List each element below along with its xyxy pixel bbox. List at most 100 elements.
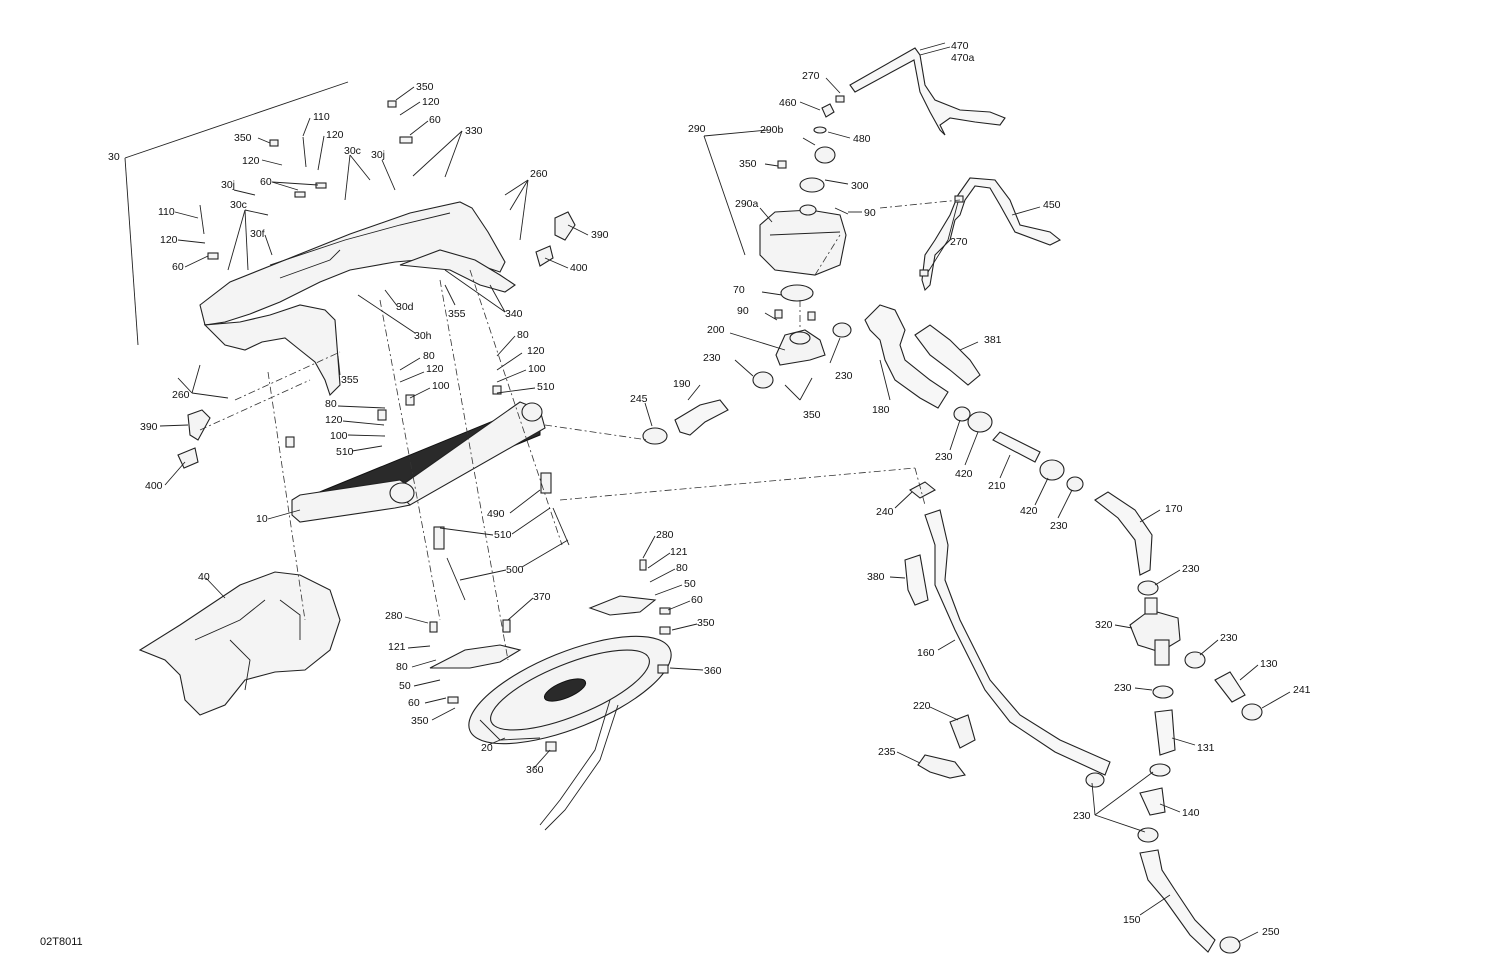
callout-label: 110 [313, 111, 330, 123]
callout-label: 120 [325, 414, 343, 426]
callout-label: 190 [673, 378, 691, 390]
callout-label: 400 [145, 480, 163, 492]
callout-label: 120 [527, 345, 545, 357]
callout-label: 30d [396, 301, 414, 313]
callout-label: 60 [172, 261, 184, 273]
callout-label: 230 [703, 352, 721, 364]
callout-label: 20 [481, 742, 493, 754]
callout-label: 110 [158, 206, 175, 218]
callout-label: 470 [951, 40, 969, 52]
callout-label: 230 [1114, 682, 1132, 694]
callout-label: 220 [913, 700, 931, 712]
callout-label: 290 [688, 123, 706, 135]
callout-label: 350 [234, 132, 252, 144]
callout-label: 120 [426, 363, 444, 375]
callout-label: 450 [1043, 199, 1061, 211]
diagram-code: 02T8011 [40, 936, 83, 948]
callout-label: 80 [676, 562, 688, 574]
callout-label: 390 [140, 421, 158, 433]
callout-label: 80 [423, 350, 435, 362]
brackets [917, 714, 976, 779]
leader-lines [159, 42, 1291, 943]
callout-label: 490 [487, 508, 505, 520]
callout-label: 230 [1073, 810, 1091, 822]
callout-label: 320 [1095, 619, 1113, 631]
callout-label: 30j [221, 179, 235, 191]
callout-label: 80 [517, 329, 529, 341]
callout-label: 230 [1220, 632, 1238, 644]
callout-label: 500 [506, 564, 524, 576]
callout-label: 280 [656, 529, 674, 541]
callout-label: 370 [533, 591, 551, 603]
callout-label: 80 [325, 398, 337, 410]
callout-label: 100 [528, 363, 546, 375]
callout-label: 30h [414, 330, 432, 342]
callout-label: 360 [526, 764, 544, 776]
callout-label: 170 [1165, 503, 1183, 515]
filler-neck-part [752, 284, 852, 389]
callout-label: 30f [250, 228, 265, 240]
callout-label: 30c [230, 199, 247, 211]
callout-label: 10 [256, 513, 268, 525]
callout-label: 350 [697, 617, 715, 629]
assembly-centerlines [199, 199, 961, 661]
callout-label: 350 [411, 715, 429, 727]
callout-label: 120 [160, 234, 178, 246]
callout-label: 121 [388, 641, 406, 653]
callout-label: 290a [735, 198, 759, 210]
callout-label: 270 [950, 236, 968, 248]
callout-label: 120 [242, 155, 260, 167]
callout-label: 100 [330, 430, 348, 442]
callout-label: 340 [505, 308, 523, 320]
air-deflector-part [138, 571, 341, 716]
callout-label: 355 [448, 308, 466, 320]
callout-label: 70 [733, 284, 745, 296]
callout-label: 280 [385, 610, 403, 622]
callout-label: 510 [537, 381, 555, 393]
callout-label: 260 [172, 389, 190, 401]
callout-label: 300 [851, 180, 869, 192]
callout-label: 120 [422, 96, 440, 108]
callout-label: 290b [760, 124, 784, 136]
radiator-support-part [124, 81, 516, 397]
callout-label: 420 [1020, 505, 1038, 517]
callout-label: 470a [951, 52, 975, 64]
fan-shroud-part [429, 595, 672, 831]
callout-label: 50 [399, 680, 411, 692]
expansion-tank-part [759, 126, 849, 276]
callout-label: 360 [704, 665, 722, 677]
callout-label: 90 [737, 305, 749, 317]
callout-label: 400 [570, 262, 588, 274]
callout-label: 60 [691, 594, 703, 606]
callout-label: 380 [867, 571, 885, 583]
callout-label: 100 [432, 380, 450, 392]
callout-label: 241 [1293, 684, 1311, 696]
callout-label: 240 [876, 506, 894, 518]
callout-label: 420 [955, 468, 973, 480]
callout-label: 30j [371, 149, 385, 161]
callout-label: 180 [872, 404, 890, 416]
callout-label: 131 [1197, 742, 1215, 754]
radiator-part [291, 401, 546, 523]
callout-label: 270 [802, 70, 820, 82]
callout-label: 120 [326, 129, 344, 141]
callout-label: 210 [988, 480, 1006, 492]
callout-label: 40 [198, 571, 210, 583]
callout-label: 460 [779, 97, 797, 109]
callout-label: 140 [1182, 807, 1200, 819]
callout-label: 50 [684, 578, 696, 590]
callout-label: 230 [935, 451, 953, 463]
callout-label: 381 [984, 334, 1002, 346]
callout-label: 350 [416, 81, 434, 93]
callout-label: 230 [1182, 563, 1200, 575]
callout-label: 230 [1050, 520, 1068, 532]
callout-label: 230 [835, 370, 853, 382]
callout-label: 80 [396, 661, 408, 673]
callout-label: 350 [803, 409, 821, 421]
callout-label: 330 [465, 125, 483, 137]
callout-label: 30 [108, 151, 120, 163]
callout-label: 350 [739, 158, 757, 170]
callout-label: 390 [591, 229, 609, 241]
callout-label: 260 [530, 168, 548, 180]
